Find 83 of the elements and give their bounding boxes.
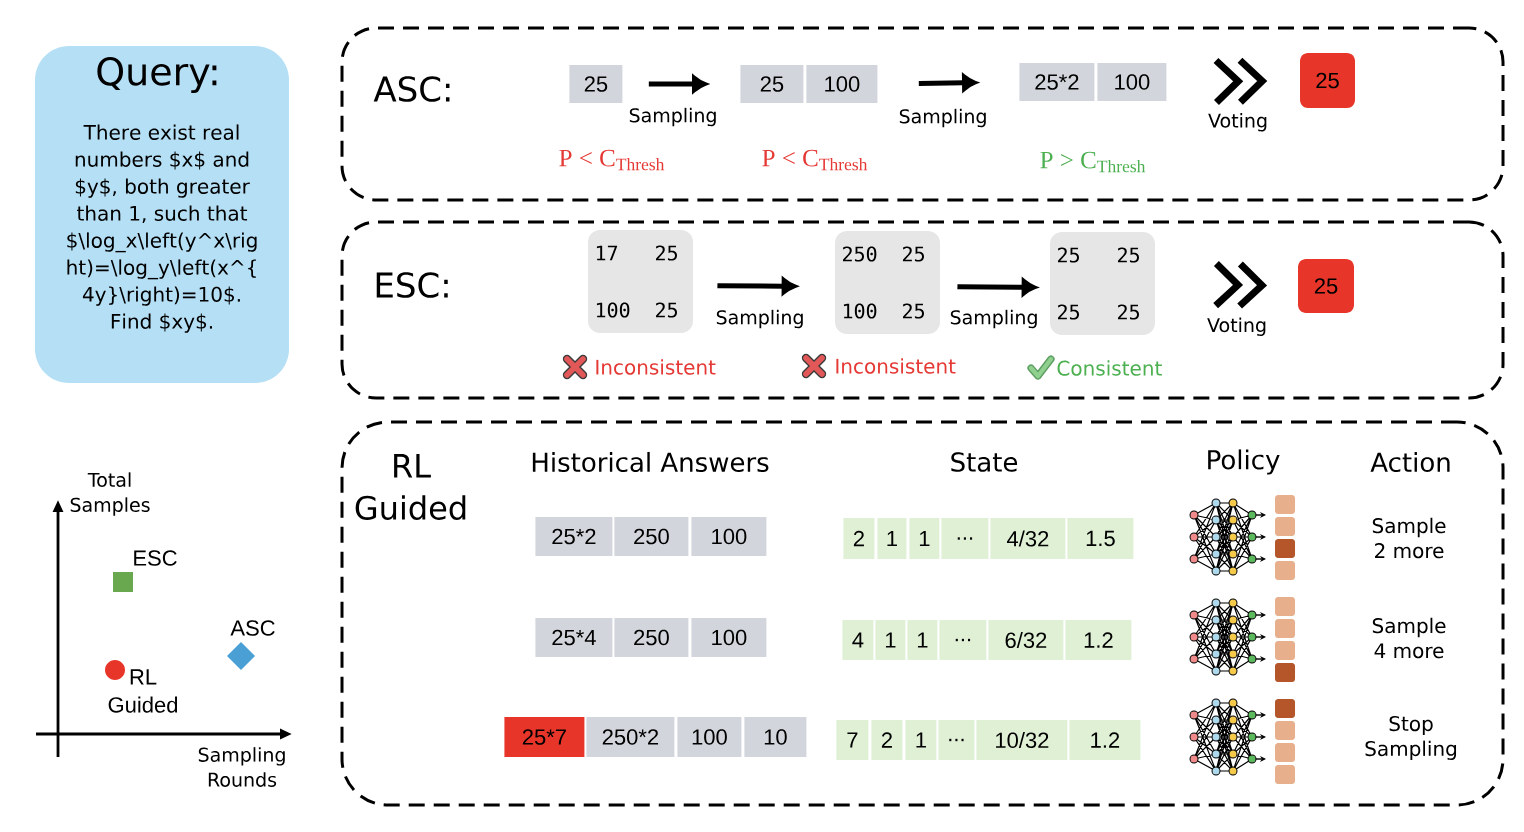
axis-label: Sampling Rounds (198, 747, 285, 787)
status-text: Inconsistent (836, 358, 956, 374)
chevron-arrow (1212, 260, 1268, 310)
answer-cell: 100 (691, 618, 767, 657)
point-label: ESC (134, 550, 177, 566)
node-label: 25 (655, 245, 677, 261)
result-box: 25 (1298, 259, 1354, 313)
answer-cell: 250 (614, 517, 689, 556)
action-text: Sample 2 more (1372, 517, 1446, 559)
node-label: 25 (902, 246, 924, 262)
answer-cell: 25*4 (535, 618, 613, 657)
edge-label: Voting (1207, 317, 1266, 336)
answer-cell: 25 (569, 65, 623, 103)
node-label: 25 (655, 302, 677, 318)
state-cell: 1 (909, 518, 940, 559)
edge-label: Sampling (629, 107, 716, 127)
answer-grid: 17 25 100 25 (588, 230, 693, 333)
state-cell: 6/32 (988, 620, 1064, 660)
answer-cell: 100 (677, 717, 742, 757)
condition-text: P < C$_{Thresh}$ (559, 149, 665, 171)
state-cell: ... (939, 620, 987, 660)
state-cell: 7 (836, 720, 869, 760)
answer-grid: 250 25 100 25 (835, 231, 940, 334)
state-cell: ... (938, 720, 975, 760)
node-label: 100 (596, 302, 630, 318)
answer-cell: 100 (1097, 63, 1167, 101)
answer-cell: 250*2 (586, 717, 675, 757)
column-heading: Policy (1208, 449, 1280, 475)
point-label: ASC (230, 620, 275, 636)
edge-label: Sampling (716, 309, 803, 329)
state-cell: 2 (871, 720, 903, 760)
result-box: 25 (1300, 53, 1355, 108)
answer-cell: 100 (691, 517, 767, 556)
node-label: 25 (1057, 304, 1079, 320)
panel-title: RL Guided (355, 454, 466, 520)
state-cell: 1 (905, 720, 937, 760)
action-text: Sample 4 more (1372, 617, 1446, 659)
state-cell: 1.2 (1065, 620, 1132, 660)
answer-cell: 250 (614, 618, 689, 657)
node-label: 17 (596, 245, 618, 261)
answer-cell: 25*2 (535, 517, 613, 556)
node-label: 100 (843, 303, 877, 319)
answer-cell: 25*2 (1019, 63, 1095, 101)
node-label: 25 (1057, 247, 1079, 263)
node-label: 25 (1117, 247, 1139, 263)
answer-cell: 25 (740, 65, 804, 103)
status-text: Inconsistent (596, 359, 716, 375)
condition-text: P > C$_{Thresh}$ (1040, 151, 1146, 173)
edge-label: Voting (1208, 113, 1267, 132)
edge-label: Sampling (899, 108, 986, 128)
edge-label: Sampling (950, 309, 1037, 329)
node-label: 250 (842, 246, 877, 262)
arrow (648, 75, 708, 93)
answer-cell: 100 (806, 65, 878, 103)
state-cell: 2 (843, 518, 875, 559)
state-cell: 4/32 (990, 518, 1066, 559)
query-text: There exist real numbers $x$ and $y$, both greater than 1, such that $\log_x\left(y^x\right)=\log_y\left(x^{4y}\right)=10$. Find $xy$. (67, 124, 257, 333)
state-cell: 1.5 (1067, 518, 1134, 559)
axis-label: Total Samples (70, 472, 150, 516)
action-text: Stop Sampling (1365, 716, 1457, 760)
state-cell: 1 (875, 620, 906, 660)
query-title: Query: (97, 56, 217, 94)
column-heading: State (951, 452, 1018, 472)
chevron-arrow (1212, 56, 1268, 106)
answer-cell: 25*7 (504, 717, 585, 757)
point-label: RL Guided (108, 669, 178, 713)
state-cell: 1 (907, 620, 938, 660)
status-text: Consistent (1057, 360, 1162, 376)
panel-title: ASC: (373, 76, 450, 102)
state-cell: 1 (877, 518, 907, 559)
answer-grid: 25 25 25 25 (1050, 232, 1155, 335)
column-heading: Historical Answers (532, 451, 769, 473)
arrow (918, 74, 978, 92)
column-heading: Action (1370, 451, 1450, 473)
state-cell: 4 (842, 620, 874, 660)
node-label: 25 (1117, 304, 1139, 320)
condition-text: P < C$_{Thresh}$ (762, 149, 868, 171)
answer-cell: 10 (744, 717, 807, 757)
node-label: 25 (902, 303, 924, 319)
state-cell: ... (941, 518, 989, 559)
state-cell: 1.2 (1069, 720, 1141, 760)
arrow (717, 277, 797, 295)
panel-title: ESC: (376, 272, 448, 298)
